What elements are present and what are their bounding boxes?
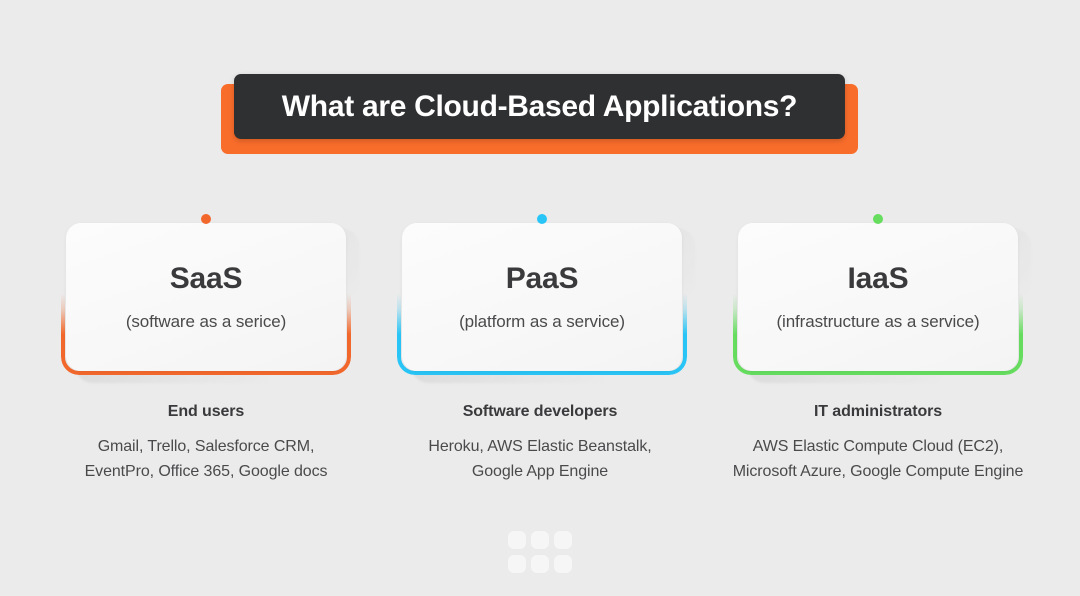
grid-dot [531, 555, 549, 573]
card-paas[interactable]: PaaS (platform as a service) [397, 214, 695, 389]
card-title: IaaS [847, 262, 909, 295]
caption-paas: Software developers Heroku, AWS Elastic … [360, 403, 720, 484]
decorative-dot-grid [508, 531, 572, 573]
caption-line: Google App Engine [471, 463, 609, 480]
caption-heading: IT administrators [813, 403, 943, 420]
grid-dot [508, 531, 526, 549]
caption-heading: Software developers [462, 403, 618, 420]
grid-dot [531, 531, 549, 549]
card-face: SaaS (software as a serice) [66, 223, 346, 371]
card-face: PaaS (platform as a service) [402, 223, 682, 371]
service-model-cards: SaaS (software as a serice) PaaS (platfo… [0, 214, 1080, 389]
caption-line: Gmail, Trello, Salesforce CRM, [97, 438, 315, 455]
card-title: PaaS [505, 262, 579, 295]
card-subtitle: (software as a serice) [125, 312, 287, 331]
card-dot-saas [201, 214, 211, 224]
caption-saas: End users Gmail, Trello, Salesforce CRM,… [26, 403, 386, 484]
card-face: IaaS (infrastructure as a service) [738, 223, 1018, 371]
grid-dot [508, 555, 526, 573]
card-subtitle: (infrastructure as a service) [776, 312, 980, 331]
grid-dot [554, 531, 572, 549]
title-banner: What are Cloud-Based Applications? [221, 74, 858, 154]
caption-line: EventPro, Office 365, Google docs [84, 463, 328, 480]
card-title: SaaS [169, 262, 243, 295]
caption-line: AWS Elastic Compute Cloud (EC2), [752, 438, 1004, 455]
banner-box: What are Cloud-Based Applications? [234, 74, 845, 139]
card-iaas[interactable]: IaaS (infrastructure as a service) [733, 214, 1031, 389]
card-saas[interactable]: SaaS (software as a serice) [61, 214, 359, 389]
card-dot-paas [537, 214, 547, 224]
caption-line: Heroku, AWS Elastic Beanstalk, [428, 438, 652, 455]
grid-dot [554, 555, 572, 573]
page-title: What are Cloud-Based Applications? [281, 89, 798, 123]
caption-iaas: IT administrators AWS Elastic Compute Cl… [698, 403, 1058, 484]
caption-heading: End users [167, 403, 245, 420]
card-subtitle: (platform as a service) [459, 312, 625, 331]
card-dot-iaas [873, 214, 883, 224]
caption-line: Microsoft Azure, Google Compute Engine [732, 463, 1024, 480]
